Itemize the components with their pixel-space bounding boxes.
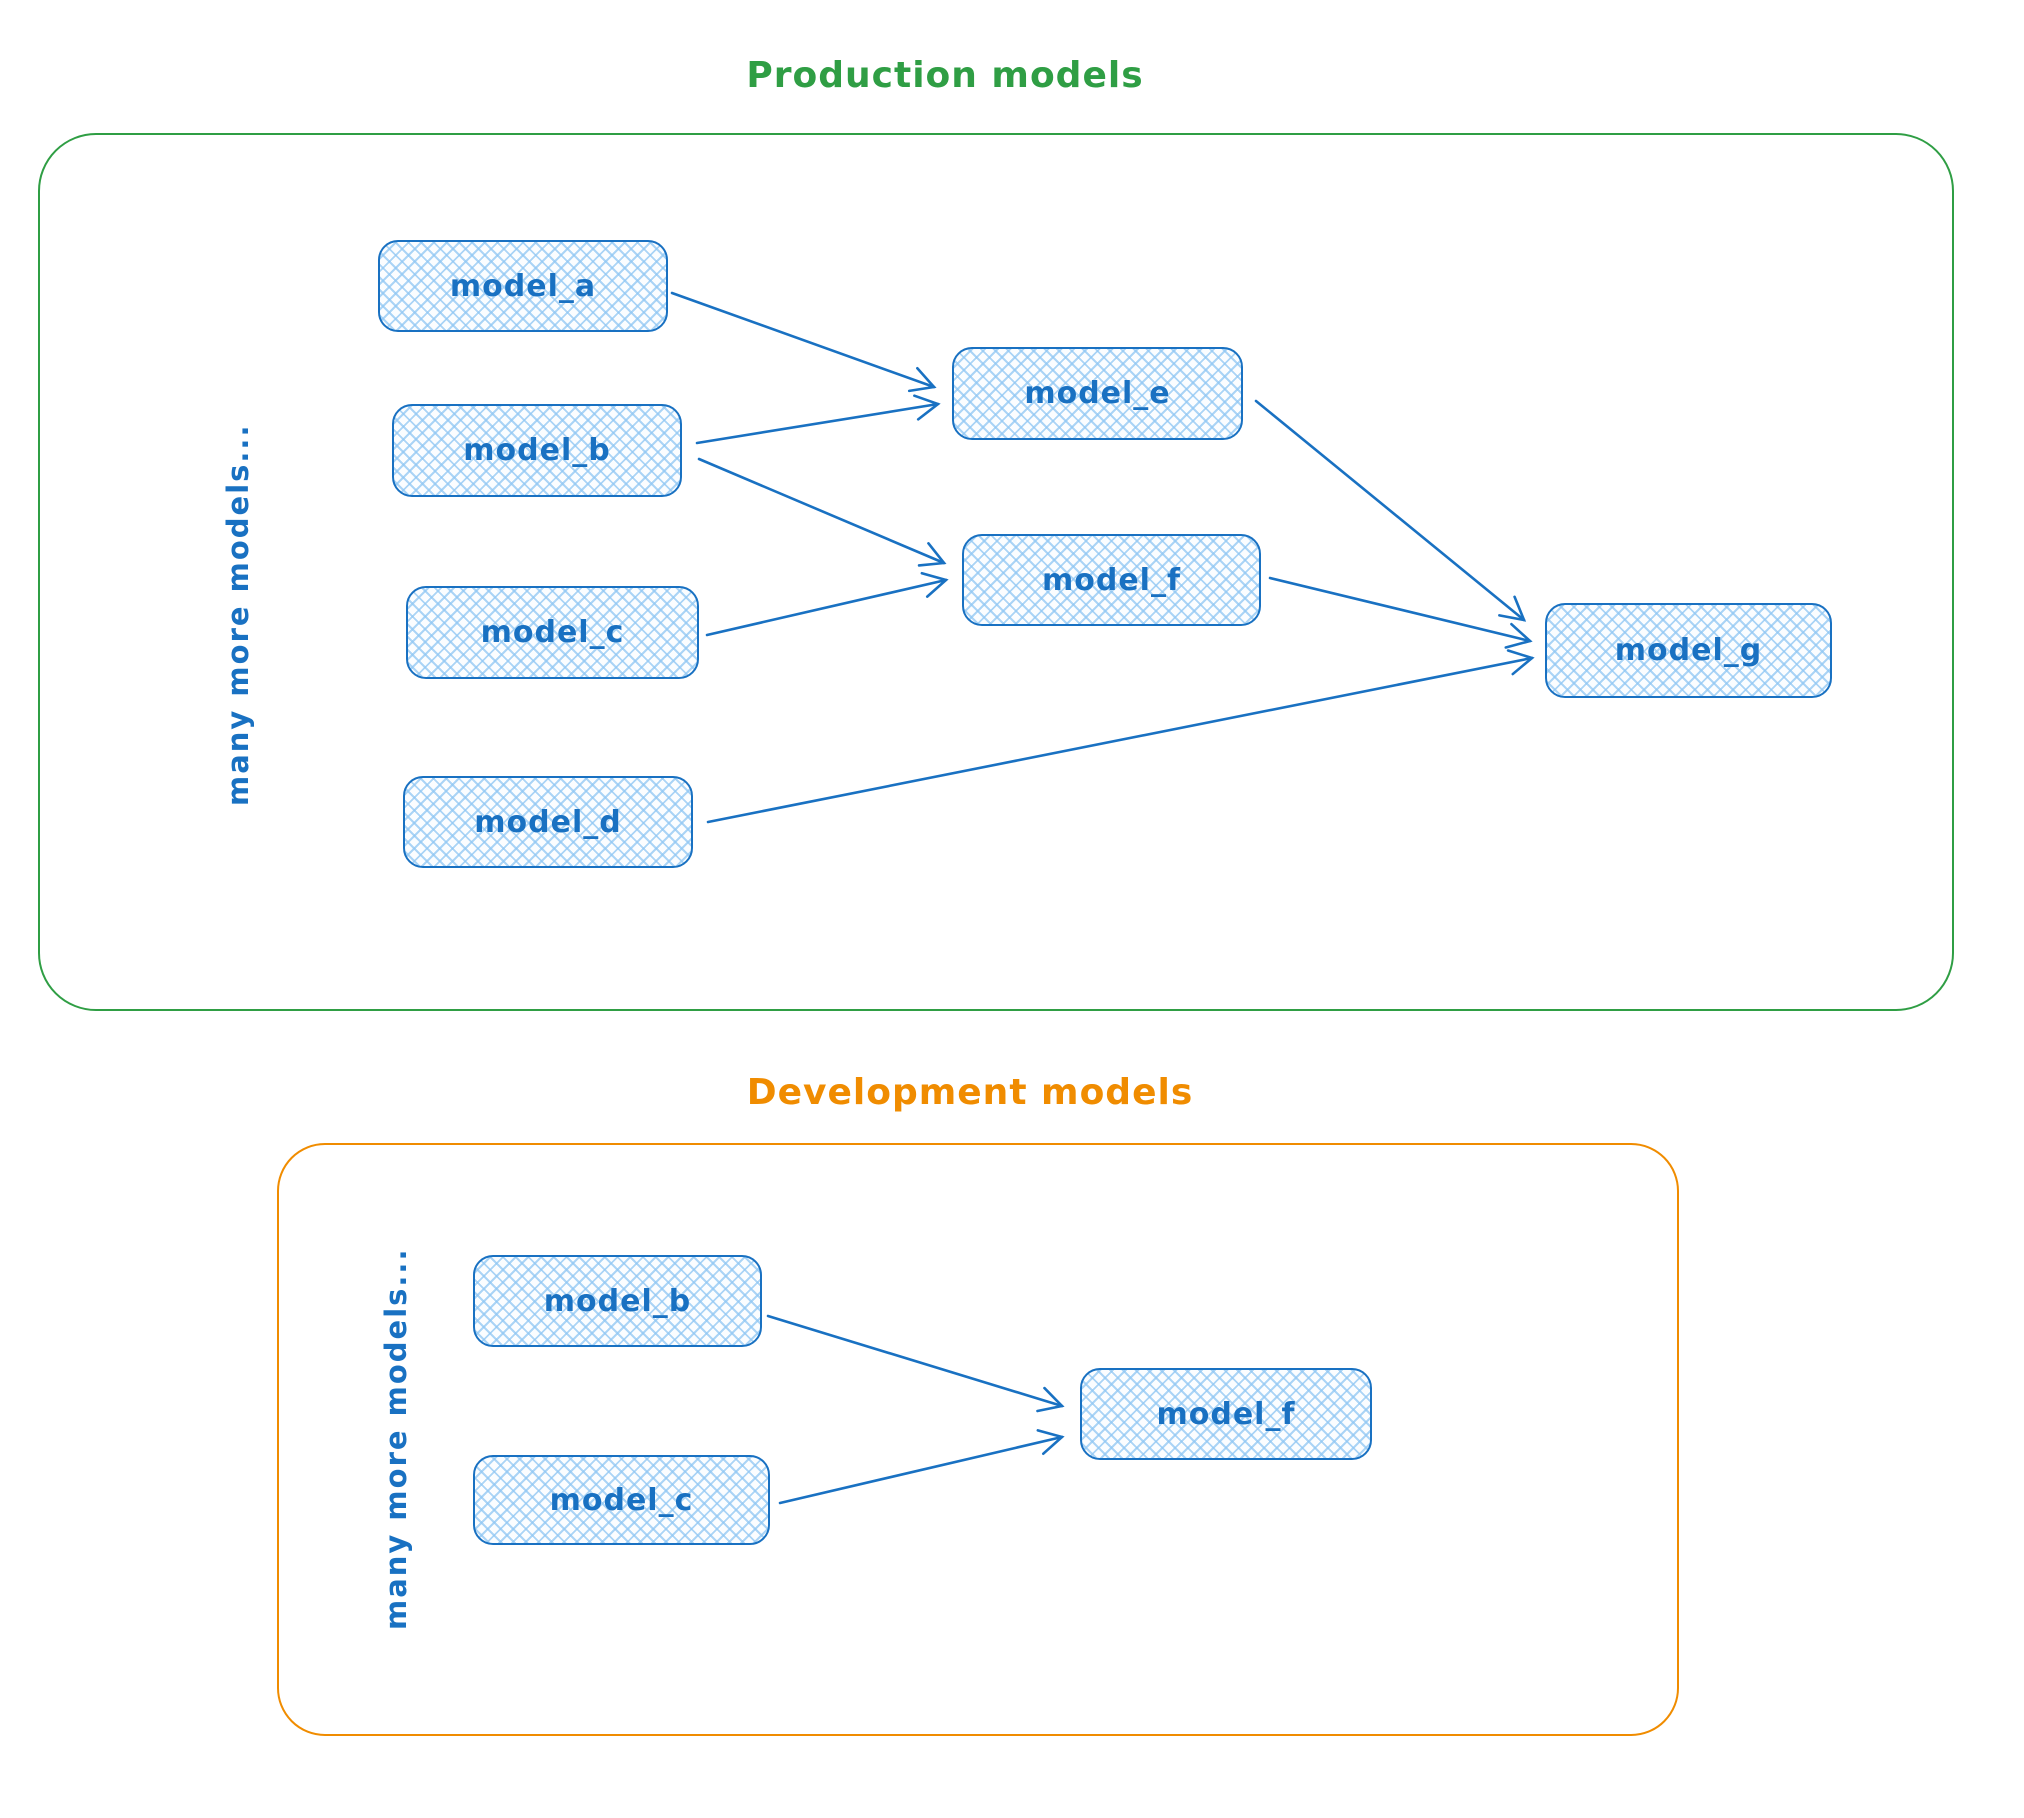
node-production-model_f: model_f	[962, 534, 1261, 626]
node-development-model_f: model_f	[1080, 1368, 1372, 1460]
production-group-frame	[38, 133, 1954, 1011]
production-side-label: many more models...	[221, 423, 255, 807]
node-label: model_c	[480, 615, 625, 650]
node-development-model_c: model_c	[473, 1455, 770, 1545]
node-label: model_b	[463, 433, 611, 468]
node-production-model_e: model_e	[952, 347, 1243, 440]
node-production-model_g: model_g	[1545, 603, 1832, 698]
development-section-title: Development models	[746, 1072, 1194, 1113]
node-label: model_c	[549, 1482, 694, 1518]
production-section-title: Production models	[746, 55, 1144, 96]
node-label: model_g	[1614, 633, 1763, 668]
node-label: model_d	[474, 804, 622, 840]
node-label: model_a	[449, 268, 597, 304]
development-group-frame	[277, 1143, 1679, 1736]
node-production-model_c: model_c	[406, 586, 699, 679]
node-label: model_b	[543, 1283, 692, 1319]
node-development-model_b: model_b	[473, 1255, 762, 1347]
development-side-label: many more models...	[379, 1247, 413, 1631]
node-production-model_b: model_b	[392, 404, 682, 497]
node-label: model_e	[1024, 376, 1171, 411]
node-label: model_f	[1041, 562, 1182, 598]
node-production-model_d: model_d	[403, 776, 693, 868]
node-production-model_a: model_a	[378, 240, 668, 332]
node-label: model_f	[1156, 1396, 1296, 1432]
